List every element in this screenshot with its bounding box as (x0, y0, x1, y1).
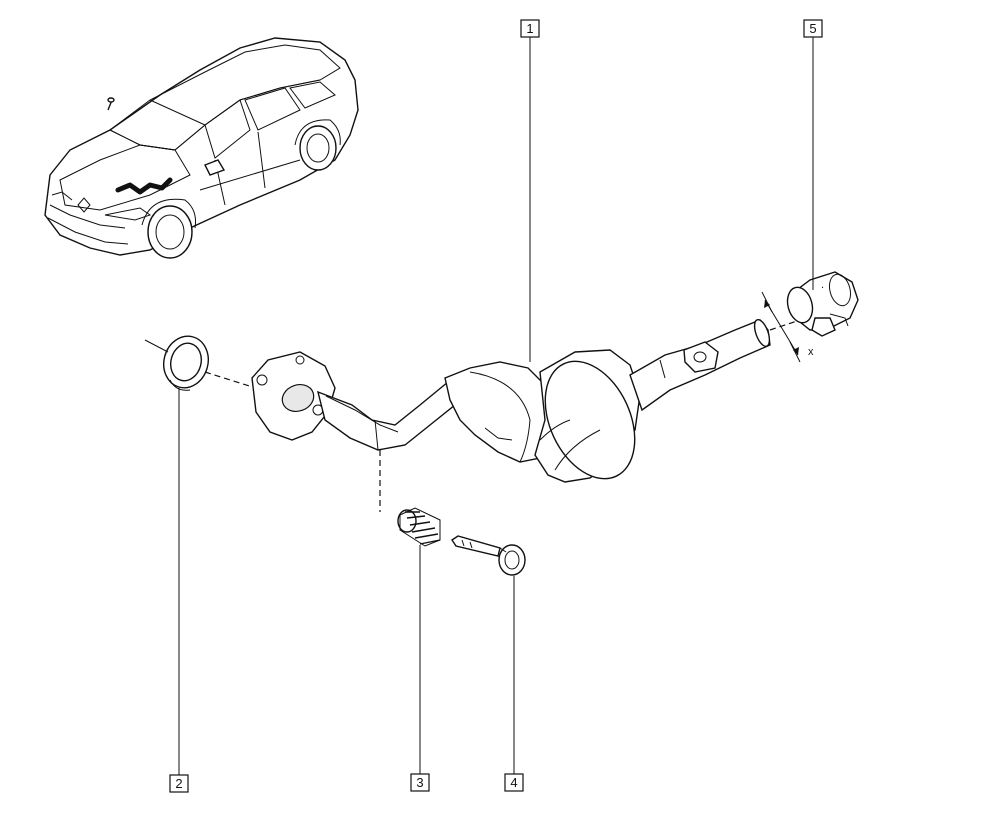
callout-5: 5 (803, 19, 823, 38)
clamp-small-mark: . (821, 279, 824, 291)
gasket-axis-line (144, 339, 169, 353)
exhaust-clamp: . x (761, 271, 859, 363)
callout-3-label: 3 (416, 775, 423, 790)
spring-washer (397, 507, 441, 547)
stud-bolt (451, 535, 526, 576)
gasket-ring (163, 335, 209, 391)
callout-4: 4 (504, 773, 524, 792)
callout-5-label: 5 (809, 21, 816, 36)
harness-highlight (115, 177, 173, 195)
vehicle-location-illustration (44, 37, 359, 259)
callout-1-label: 1 (526, 21, 533, 36)
clamp-assembly-dash (769, 319, 801, 331)
callout-2-label: 2 (175, 776, 182, 791)
callout-1: 1 (520, 19, 540, 38)
callout-4-label: 4 (510, 775, 517, 790)
catalytic-converter-assembly (251, 318, 771, 483)
callout-2: 2 (169, 774, 189, 793)
dimension-label: x (808, 346, 814, 358)
callout-3: 3 (410, 773, 430, 792)
